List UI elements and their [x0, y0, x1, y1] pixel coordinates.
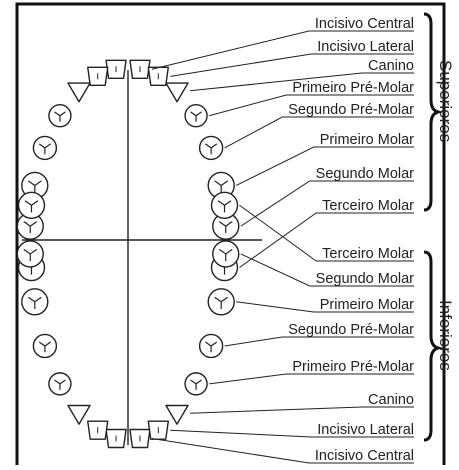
- lower-left-tooth-6: [22, 289, 48, 315]
- lower-leader-primeiro-pre-molar: [209, 374, 414, 384]
- lower-left-tooth-5: [33, 334, 56, 357]
- upper-left-tooth-2: [88, 67, 108, 85]
- upper-label-segundo-molar: Segundo Molar: [316, 166, 415, 182]
- upper-label-primeiro-pre-molar: Primeiro Pré-Molar: [292, 80, 414, 96]
- lower-left-tooth-1: [106, 430, 126, 448]
- lower-left-tooth-4: [49, 373, 71, 395]
- upper-right-tooth-2: [148, 67, 168, 85]
- upper-group-label: Superiores: [436, 60, 455, 142]
- lower-label-canino: Canino: [368, 392, 414, 408]
- upper-right-tooth-4: [185, 105, 207, 127]
- lower-right-tooth-4: [185, 373, 207, 395]
- lower-right-tooth-5: [200, 334, 223, 357]
- upper-label-canino: Canino: [368, 58, 414, 74]
- upper-label-segundo-pre-molar: Segundo Pré-Molar: [288, 102, 414, 118]
- lower-leader-segundo-pre-molar: [225, 337, 414, 346]
- lower-right-tooth-1: [130, 430, 150, 448]
- lower-right-tooth-7: [213, 241, 239, 267]
- upper-left-tooth-3: [68, 83, 90, 102]
- lower-right-tooth-6: [208, 289, 234, 315]
- lower-right-tooth-2: [148, 421, 168, 439]
- upper-label-incisivo-central: Incisivo Central: [315, 16, 414, 32]
- upper-left-tooth-1: [106, 60, 126, 78]
- lower-label-segundo-pre-molar: Segundo Pré-Molar: [288, 322, 414, 338]
- upper-label-primeiro-molar: Primeiro Molar: [320, 132, 414, 148]
- upper-label-terceiro-molar: Terceiro Molar: [322, 198, 414, 214]
- lower-label-terceiro-molar: Terceiro Molar: [322, 246, 414, 262]
- lower-left-tooth-3: [68, 406, 90, 425]
- upper-left-tooth-5: [33, 136, 56, 159]
- lower-left-tooth-2: [88, 421, 108, 439]
- lower-label-incisivo-central: Incisivo Central: [315, 448, 414, 464]
- lower-left-tooth-7: [17, 241, 43, 267]
- lower-label-primeiro-molar: Primeiro Molar: [320, 297, 414, 313]
- lower-label-incisivo-lateral: Incisivo Lateral: [317, 422, 414, 438]
- upper-label-incisivo-lateral: Incisivo Lateral: [317, 39, 414, 55]
- lower-label-segundo-molar: Segundo Molar: [316, 271, 415, 287]
- upper-brace: [424, 14, 438, 210]
- lower-label-primeiro-pre-molar: Primeiro Pré-Molar: [292, 359, 414, 375]
- upper-right-tooth-1: [130, 60, 150, 78]
- lower-group-label: Inferiores: [436, 300, 455, 371]
- lower-right-tooth-3: [166, 406, 188, 425]
- lower-left-tooth-8: [18, 192, 44, 218]
- upper-right-tooth-3: [166, 83, 188, 102]
- upper-left-tooth-4: [49, 105, 71, 127]
- upper-right-tooth-5: [200, 136, 223, 159]
- lower-right-tooth-8: [212, 192, 238, 218]
- lower-brace: [424, 252, 438, 440]
